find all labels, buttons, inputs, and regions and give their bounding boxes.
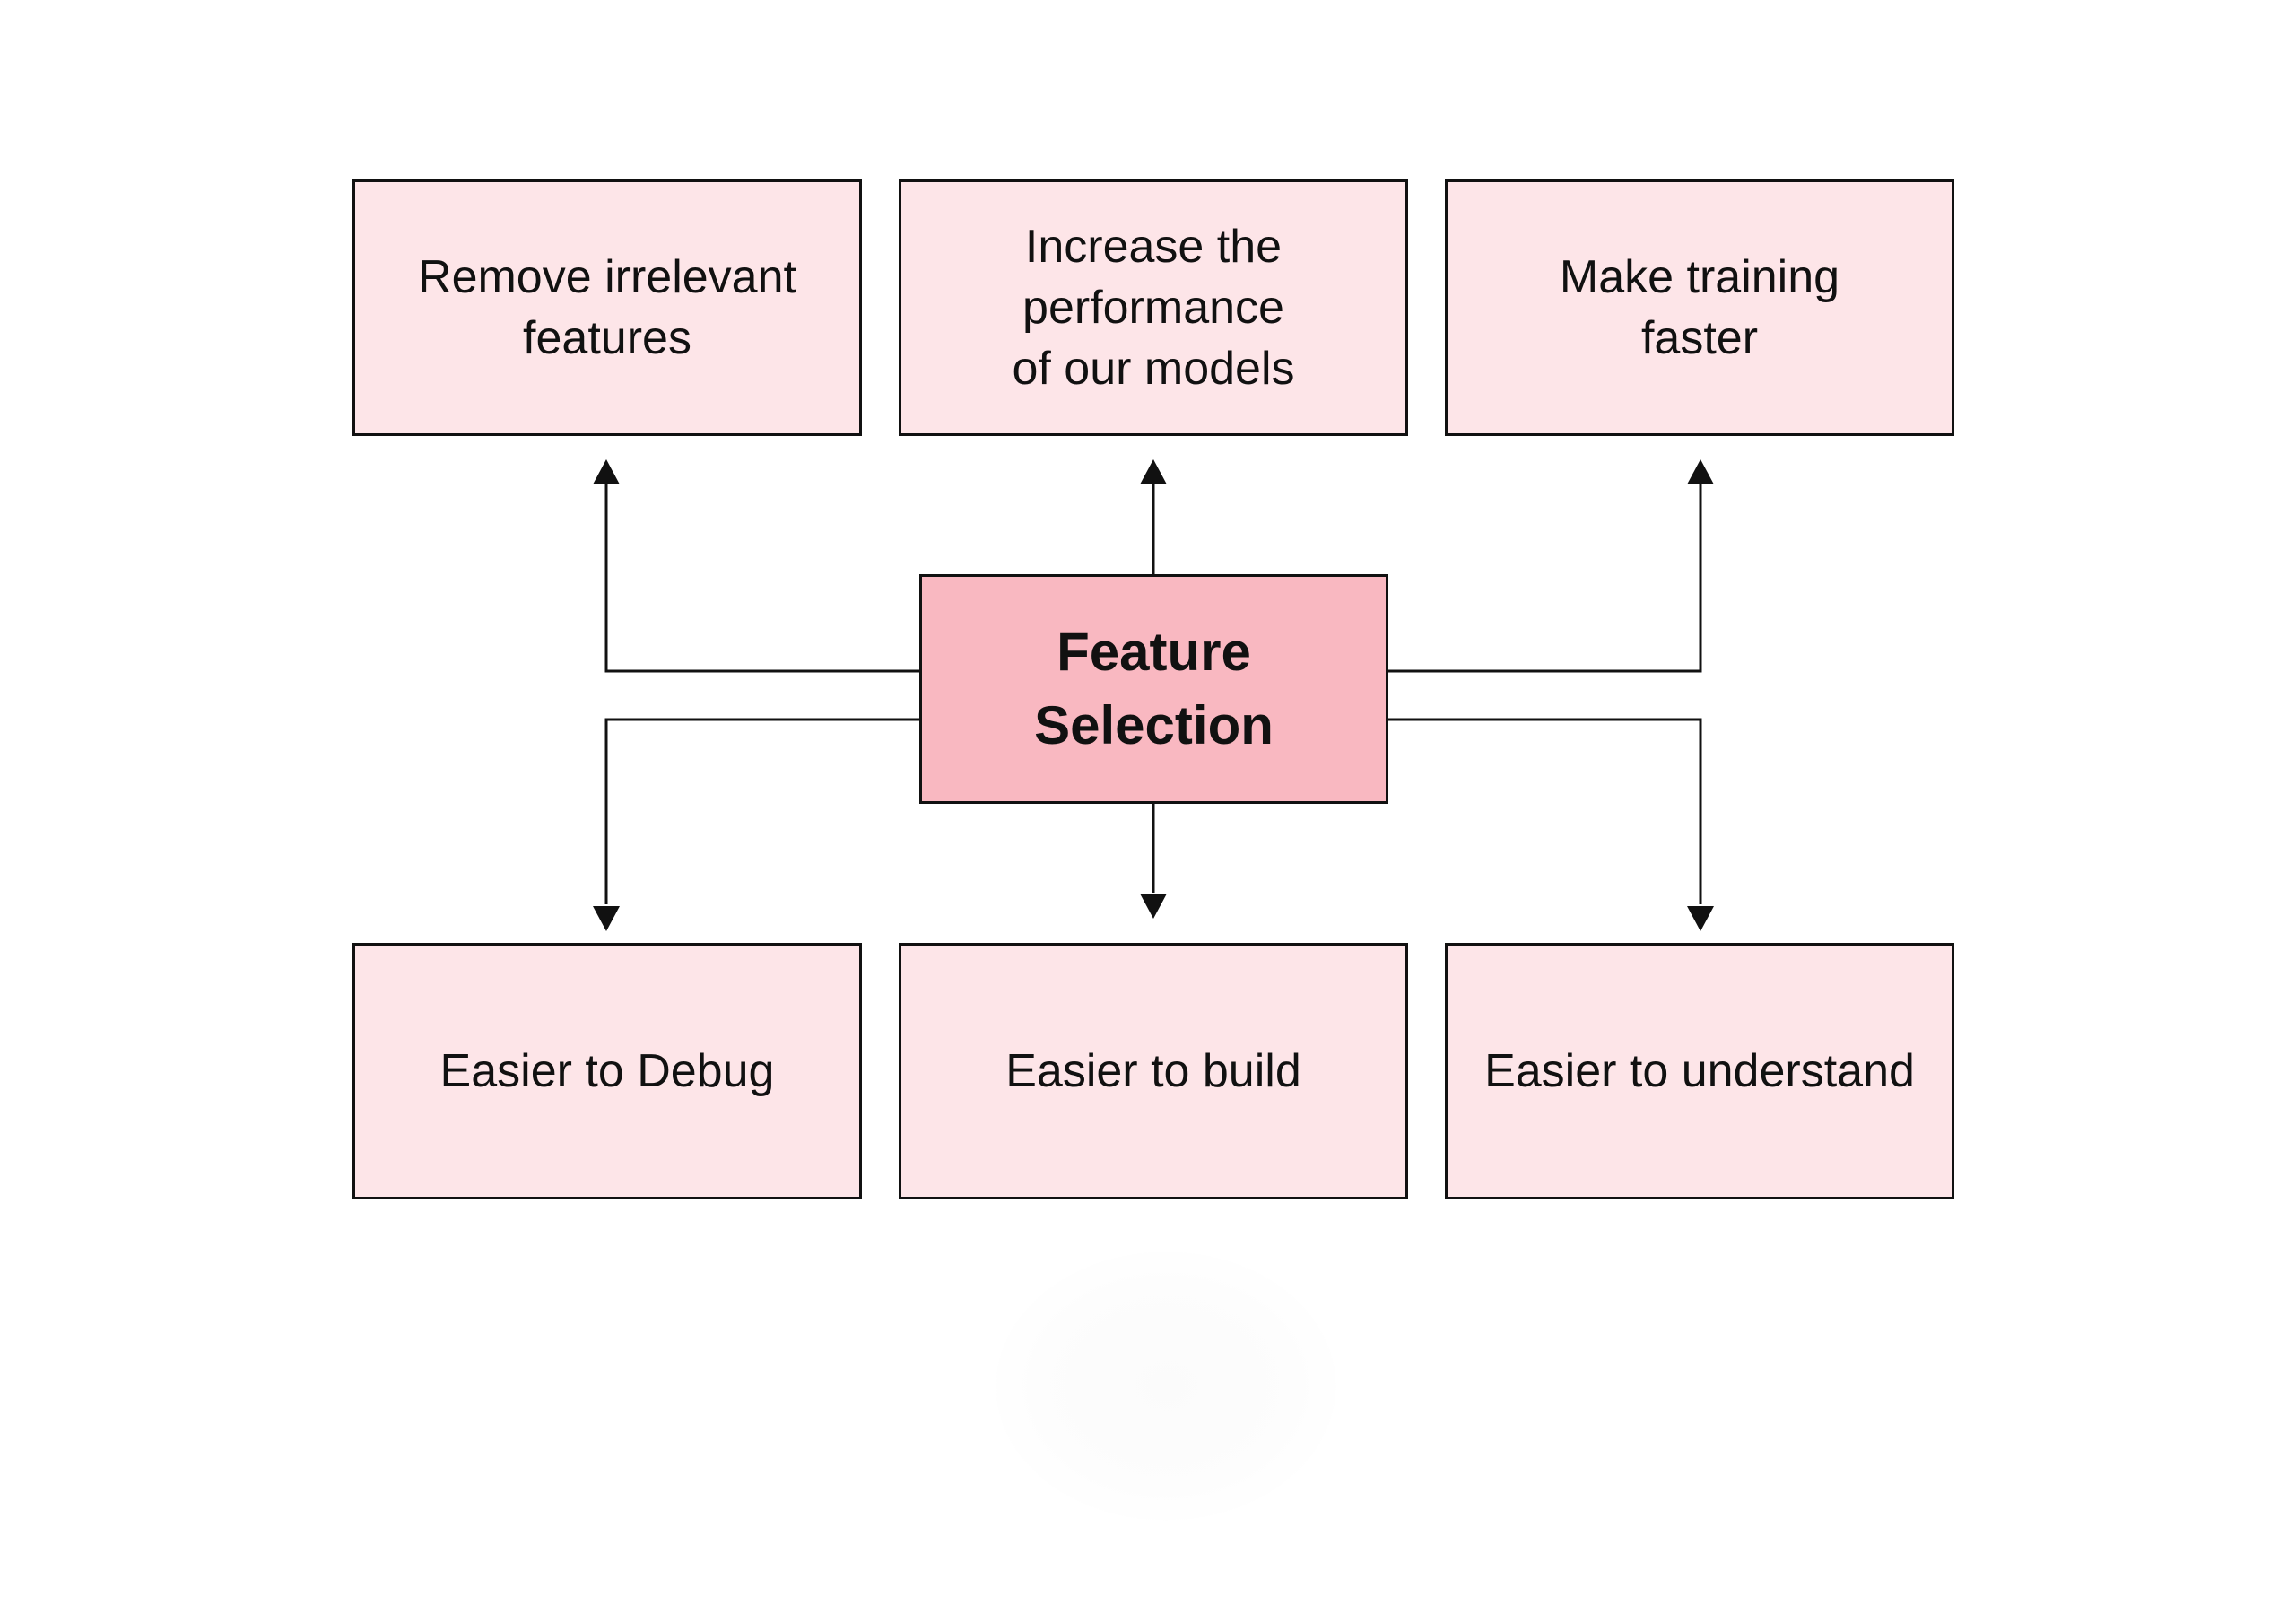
- bottom-middle-box: Easier to build: [899, 943, 1408, 1199]
- center-label-line-1: Feature: [1057, 622, 1251, 682]
- bottom-right-label: Easier to understand: [1484, 1045, 1915, 1097]
- connector-to-top-left: [604, 477, 921, 673]
- connector-to-top-right: [1387, 477, 1702, 673]
- arrowhead-down-right: [1687, 906, 1714, 931]
- center-label-line-2: Selection: [1034, 695, 1274, 755]
- top-left-label-line-2: features: [523, 312, 691, 364]
- bottom-right-box: Easier to understand: [1445, 943, 1954, 1199]
- top-middle-box: Increase the performance of our models: [899, 179, 1408, 436]
- top-left-label-line-1: Remove irrelevant: [418, 251, 796, 303]
- arrowhead-down-middle: [1140, 894, 1167, 919]
- top-middle-label-line-1: Increase the: [1024, 221, 1283, 273]
- arrowhead-up-left: [593, 459, 620, 484]
- top-left-box: Remove irrelevant features: [352, 179, 862, 436]
- top-right-label-line-2: faster: [1640, 312, 1759, 364]
- arrowhead-up-right: [1687, 459, 1714, 484]
- faint-circle-shape: [996, 1252, 1336, 1521]
- top-right-label-line-1: Make training: [1559, 251, 1840, 303]
- arrowhead-down-left: [593, 906, 620, 931]
- bottom-left-label: Easier to Debug: [439, 1045, 775, 1097]
- center-box: Feature Selection: [919, 574, 1388, 804]
- bottom-left-box: Easier to Debug: [352, 943, 862, 1199]
- connector-to-bottom-left: [604, 718, 921, 904]
- bottom-middle-label: Easier to build: [1005, 1045, 1301, 1097]
- top-middle-label-line-2: performance: [1022, 282, 1284, 334]
- arrowhead-up-middle: [1140, 459, 1167, 484]
- connector-to-bottom-right: [1387, 718, 1702, 904]
- top-middle-label-line-3: of our models: [1012, 343, 1295, 395]
- top-right-box: Make training faster: [1445, 179, 1954, 436]
